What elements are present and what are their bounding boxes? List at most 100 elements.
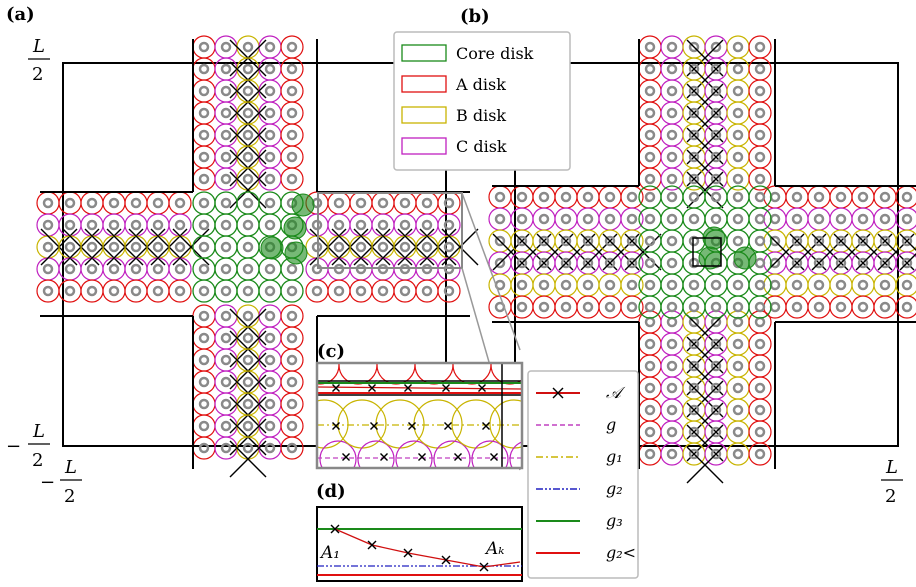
disk	[280, 304, 304, 328]
inner-disk	[582, 257, 594, 269]
disk	[638, 57, 662, 81]
inner-disk	[857, 257, 869, 269]
disk	[748, 332, 772, 356]
disk	[124, 257, 148, 281]
disk	[280, 414, 304, 438]
disk	[726, 167, 750, 191]
disk	[785, 185, 809, 209]
inner-disk	[220, 151, 232, 163]
inner-disk	[130, 219, 142, 231]
disk	[748, 420, 772, 444]
inner-disk	[626, 257, 638, 269]
inner-disk	[901, 301, 913, 313]
disk	[168, 213, 192, 237]
inner-disk	[688, 129, 700, 141]
legend-swatch-0	[401, 44, 447, 62]
disk	[214, 326, 238, 350]
inner-disk	[754, 63, 766, 75]
disk	[393, 213, 417, 237]
inner-disk	[732, 129, 744, 141]
inner-disk	[666, 151, 678, 163]
disk	[660, 101, 684, 125]
disk	[748, 57, 772, 81]
inner-disk	[198, 241, 210, 253]
disk	[214, 304, 238, 328]
axis-x-left-num: L	[64, 457, 77, 478]
inner-disk	[857, 235, 869, 247]
inner-disk	[333, 241, 345, 253]
cross-mark	[686, 314, 724, 352]
inner-disk	[42, 197, 54, 209]
cross-mark	[330, 524, 340, 534]
legend-line-label-3: g₂	[606, 479, 623, 498]
inner-disk	[769, 301, 781, 313]
core-disk	[682, 295, 706, 319]
inner-disk	[688, 173, 700, 185]
disk	[660, 398, 684, 422]
disk	[873, 273, 897, 297]
disk	[258, 57, 282, 81]
disk	[660, 123, 684, 147]
inner-disk	[754, 85, 766, 97]
disk	[807, 207, 831, 231]
inner-disk	[666, 360, 678, 372]
inner-disk	[242, 63, 254, 75]
inner-disk	[64, 197, 76, 209]
inner-disk	[688, 151, 700, 163]
inner-disk	[152, 197, 164, 209]
a-curve	[334, 528, 521, 568]
disk	[327, 235, 351, 259]
disk	[192, 370, 216, 394]
inner-disk	[644, 338, 656, 350]
cross-mark	[478, 384, 486, 392]
inner-disk	[754, 213, 766, 225]
disk	[102, 235, 126, 259]
inner-disk	[152, 241, 164, 253]
disk	[532, 207, 556, 231]
inner-disk	[688, 301, 700, 313]
inner-disk	[516, 191, 528, 203]
disk	[660, 332, 684, 356]
inner-disk	[220, 332, 232, 344]
inner-disk	[130, 263, 142, 275]
inner-disk	[813, 235, 825, 247]
inner-disk	[264, 197, 276, 209]
core-disk	[748, 207, 772, 231]
disk	[124, 191, 148, 215]
inner-disk	[626, 301, 638, 313]
inner-disk	[710, 173, 722, 185]
axis-x-right-den: 2	[885, 486, 896, 507]
disk	[532, 185, 556, 209]
inner-disk	[242, 173, 254, 185]
inner-disk	[198, 332, 210, 344]
inner-disk	[582, 213, 594, 225]
inner-disk	[286, 285, 298, 297]
cross-mark	[899, 233, 916, 251]
inner-disk	[242, 219, 254, 231]
inner-disk	[688, 404, 700, 416]
inner-disk	[754, 316, 766, 328]
core-disk	[660, 185, 684, 209]
inner-disk	[286, 129, 298, 141]
disk	[638, 145, 662, 169]
disk	[36, 279, 60, 303]
core-disk	[638, 273, 662, 297]
zoom-connector-top	[461, 192, 521, 351]
inner-disk	[835, 279, 847, 291]
inner-disk	[108, 219, 120, 231]
core-disk	[258, 279, 282, 303]
inner-disk	[264, 173, 276, 185]
cross-mark	[368, 384, 376, 392]
disk	[102, 191, 126, 215]
inner-disk	[857, 191, 869, 203]
disk	[192, 304, 216, 328]
inner-disk	[377, 241, 389, 253]
inner-disk	[813, 279, 825, 291]
disk	[258, 35, 282, 59]
disk	[236, 57, 260, 81]
inner-disk	[791, 213, 803, 225]
inner-disk	[220, 420, 232, 432]
inner-disk	[732, 151, 744, 163]
inner-disk	[242, 129, 254, 141]
inner-disk	[108, 197, 120, 209]
